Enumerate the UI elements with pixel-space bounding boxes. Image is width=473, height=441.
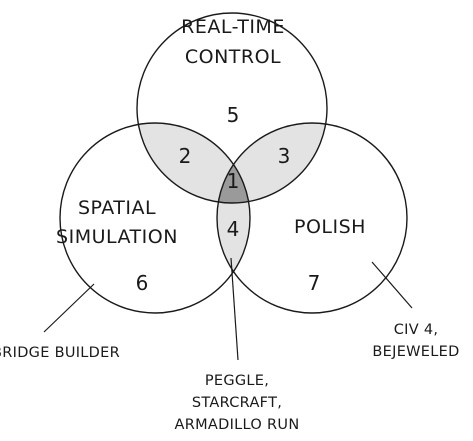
region-number-left-only: 6 [136, 271, 149, 295]
region-number-left-right: 4 [227, 217, 240, 241]
set-title-right: POLISH [294, 216, 366, 238]
region-number-top-right: 3 [278, 144, 291, 168]
callout-bottom-line2: STARCRAFT, [192, 395, 282, 411]
region-number-top-left: 2 [179, 144, 192, 168]
circle-real-time-control [136, 12, 328, 204]
leader-line-left [43, 283, 95, 333]
circle-spatial-simulation [59, 122, 251, 314]
callout-right-line1: CIV 4, [394, 322, 439, 338]
set-title-left-line1: SPATIAL [78, 197, 156, 219]
callout-bottom-line3: ARMADILLO RUN [175, 417, 300, 433]
circle-polish [216, 122, 408, 314]
callout-left-line1: BRIDGE BUILDER [0, 345, 120, 361]
overlap-top-left-shade [137, 123, 250, 203]
leader-line-bottom [230, 257, 239, 361]
region-number-center: 1 [227, 169, 240, 193]
overlap-top-right-shade [217, 123, 327, 203]
set-title-top-line2: CONTROL [185, 46, 281, 68]
callout-right-line2: BEJEWELED [372, 344, 459, 360]
region-number-right-only: 7 [308, 271, 321, 295]
callout-bottom-line1: PEGGLE, [205, 373, 269, 389]
region-number-top-only: 5 [227, 103, 240, 127]
set-title-top-line1: REAL-TIME [181, 16, 285, 38]
leader-line-right [371, 261, 413, 309]
set-title-left-line2: SIMULATION [56, 226, 178, 248]
